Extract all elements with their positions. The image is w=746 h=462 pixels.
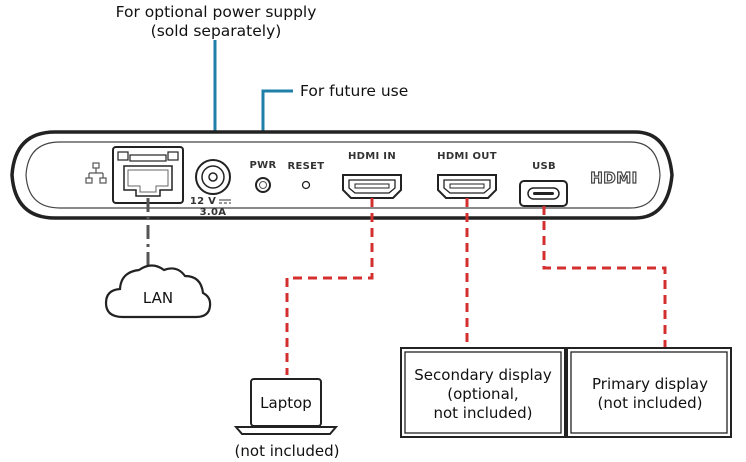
laptop-note: (not included) xyxy=(235,442,340,460)
power-callout-line1: For optional power supply xyxy=(116,3,317,21)
dc-symbol-icon xyxy=(219,199,231,204)
hdmi-in-port xyxy=(342,174,402,199)
reset-button xyxy=(301,180,311,190)
secondary-display-line2: (optional, xyxy=(447,385,518,403)
hdmi-out-label: HDMI OUT xyxy=(437,151,497,162)
hdmi-logo: HDMI xyxy=(590,169,638,187)
pwr-led xyxy=(255,177,271,193)
usb-label: USB xyxy=(532,161,556,172)
voltage-label: 12 V xyxy=(190,196,216,207)
amperage-label: 3.0A xyxy=(200,207,227,218)
lan-label: LAN xyxy=(143,289,173,307)
reset-label: RESET xyxy=(288,161,325,172)
power-jack xyxy=(195,159,231,195)
future-use-callout: For future use xyxy=(300,82,408,100)
laptop-icon xyxy=(233,378,339,435)
secondary-display-box xyxy=(400,347,566,438)
primary-display-line1: Primary display xyxy=(592,375,708,393)
lan-port xyxy=(112,146,184,204)
hdmi-out-port xyxy=(437,174,497,199)
secondary-display-line3: not included) xyxy=(433,404,532,422)
usb-cable xyxy=(542,206,667,349)
laptop-label: Laptop xyxy=(260,394,312,412)
primary-display-line2: (not included) xyxy=(598,394,703,412)
power-callout-line2: (sold separately) xyxy=(151,22,282,40)
pwr-label: PWR xyxy=(250,160,277,171)
secondary-display-line1: Secondary display xyxy=(414,366,552,384)
hdmi-in-cable xyxy=(285,198,374,375)
future-use-callout-line xyxy=(261,89,293,148)
hdmi-in-label: HDMI IN xyxy=(348,151,396,162)
usb-c-port xyxy=(519,180,568,207)
network-icon xyxy=(85,162,107,184)
primary-display-box xyxy=(566,347,732,438)
lan-cloud-icon xyxy=(104,264,212,319)
